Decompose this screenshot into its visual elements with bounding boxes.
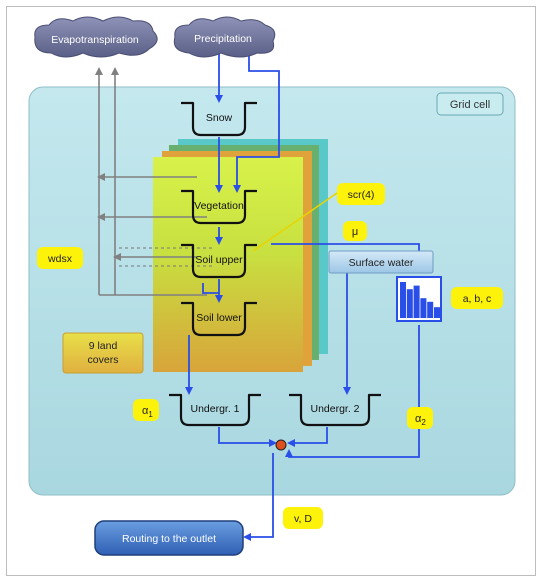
vegetation-label: Vegetation: [194, 200, 244, 212]
land-covers-line2: covers: [88, 354, 119, 366]
junction-node: [275, 439, 287, 451]
evapotranspiration-flows: [95, 67, 207, 296]
precipitation-label: Precipitation: [194, 33, 252, 45]
alpha2-tag: [407, 407, 433, 429]
vD-label: v, D: [294, 513, 312, 525]
vegetation-reservoir: [181, 189, 257, 225]
histogram-bar: [406, 289, 413, 318]
histogram-bar: [400, 282, 406, 318]
precipitation-cloud: Precipitation: [173, 16, 276, 58]
undergr-2-label: Undergr. 2: [310, 403, 359, 415]
histogram-bars: [400, 282, 440, 318]
surface-water-box: [328, 250, 434, 274]
undergr-2-reservoir: [289, 393, 381, 427]
soil-lower-reservoir: [181, 301, 257, 337]
mu-tag: [343, 221, 367, 241]
scr-tag: [337, 183, 385, 205]
routing-box: [94, 520, 244, 556]
figure-frame: Grid cell Evapotranspiration: [6, 6, 536, 576]
water-flows: [185, 53, 420, 541]
snow-reservoir: [181, 101, 257, 137]
hydrology-diagram: Grid cell Evapotranspiration: [28, 16, 516, 556]
vD-tag: [283, 507, 323, 529]
wdsx-label: wdsx: [47, 253, 73, 265]
undergr-1-reservoir: [169, 393, 261, 427]
grid-cell-label-box: [436, 92, 504, 116]
mu-label: μ: [352, 226, 358, 238]
soil-upper-reservoir: [181, 243, 257, 279]
abc-label: a, b, c: [463, 293, 492, 305]
alpha2-label: α2: [415, 413, 426, 427]
soil-lower-label: Soil lower: [196, 312, 242, 324]
evapotranspiration-label: Evapotranspiration: [51, 34, 139, 46]
routing-label: Routing to the outlet: [122, 533, 216, 545]
evapotranspiration-cloud: Evapotranspiration: [34, 16, 158, 58]
snow-label: Snow: [206, 112, 233, 124]
alpha1-label: α1: [142, 405, 153, 419]
land-cover-layer-1: [153, 157, 303, 372]
land-covers-line1: 9 land: [89, 340, 118, 352]
parameter-labels: scr(4) μ wdsx a, b, c α1 α2 v, D: [37, 183, 503, 529]
wdsx-tag: [37, 247, 83, 269]
histogram-bar: [427, 301, 434, 318]
soil-upper-label: Soil upper: [195, 254, 243, 266]
scr-label: scr(4): [348, 189, 375, 201]
abc-tag: [451, 287, 503, 309]
histogram-bar: [413, 285, 420, 318]
grid-cell-label: Grid cell: [450, 99, 490, 111]
histogram-bar: [420, 298, 427, 318]
land-covers-box: [62, 332, 144, 374]
surface-water-label: Surface water: [349, 257, 414, 269]
undergr-1-label: Undergr. 1: [190, 403, 239, 415]
histogram-bar: [434, 307, 440, 318]
alpha1-tag: [133, 399, 159, 421]
scr-connector: [252, 192, 338, 252]
